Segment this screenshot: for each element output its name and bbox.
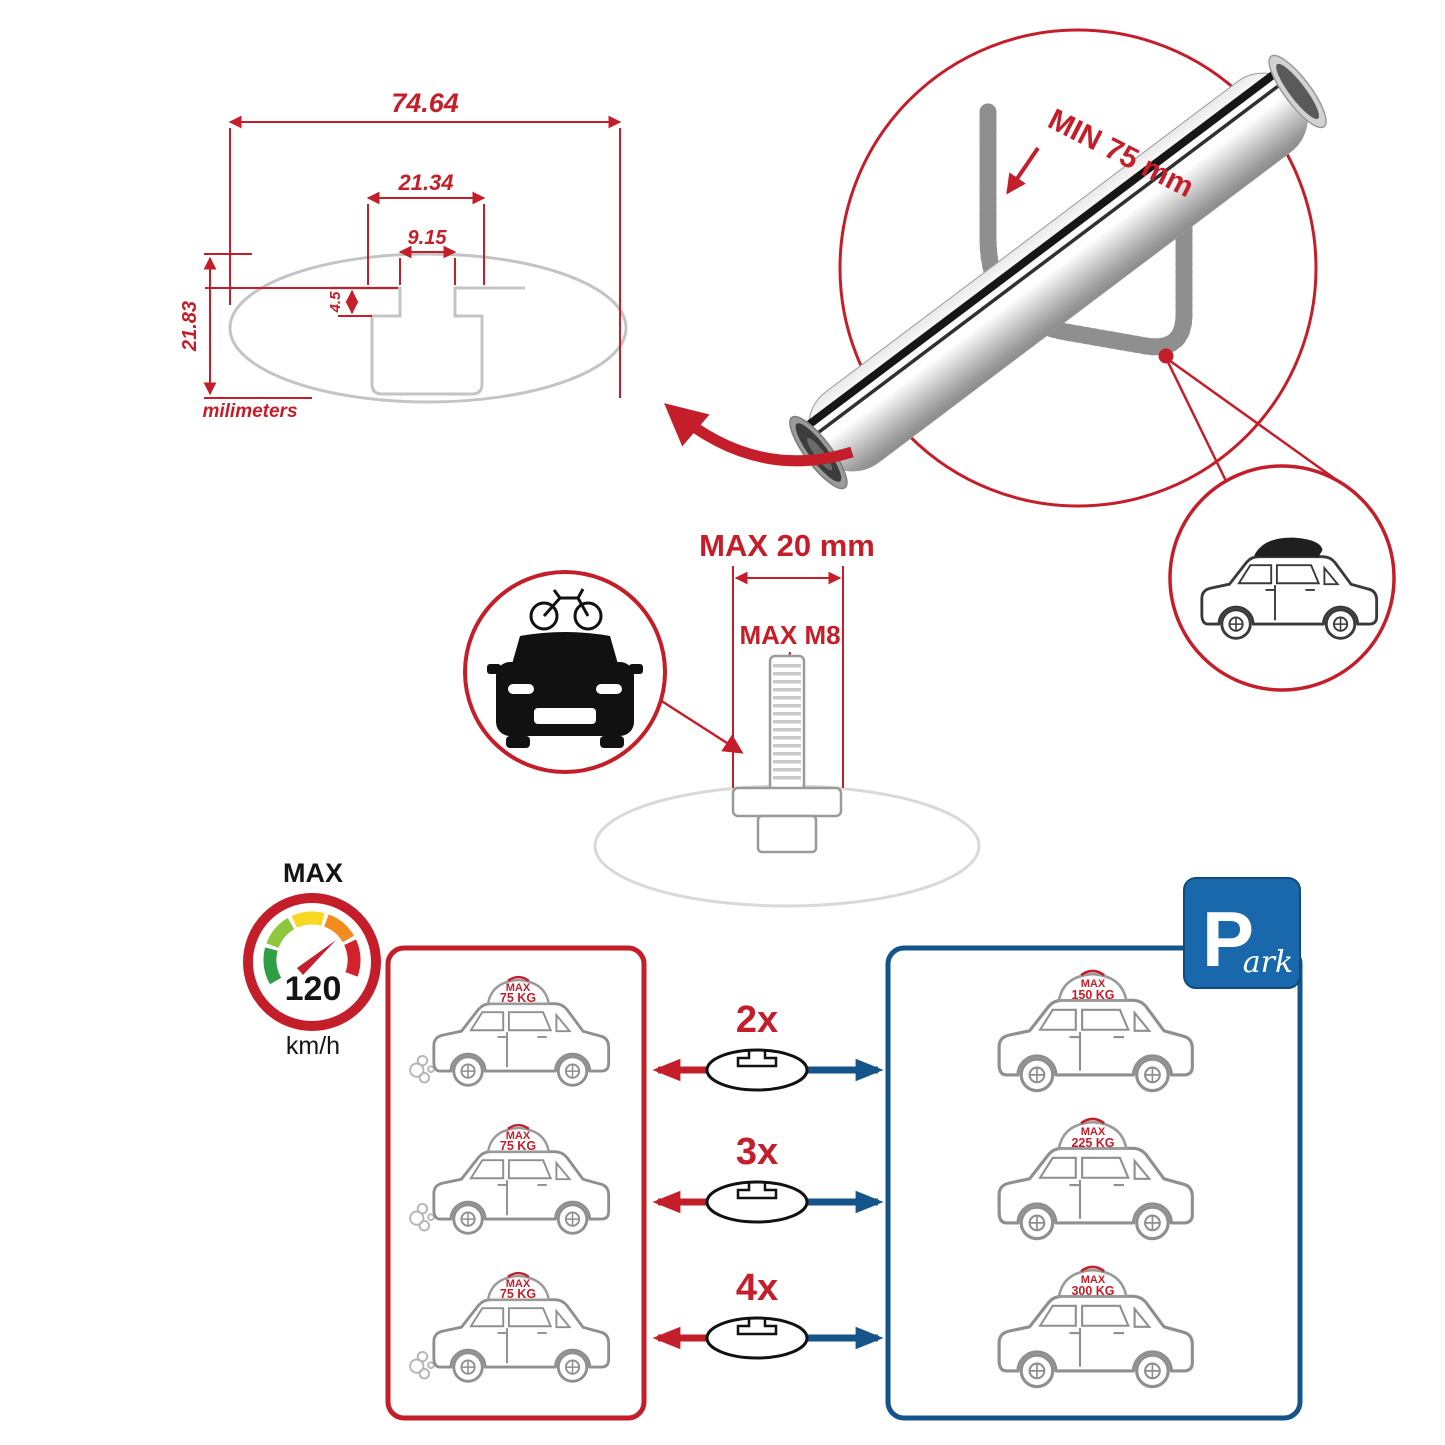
load-label: MAX — [1081, 1126, 1106, 1138]
load-value: 150 KG — [1071, 988, 1114, 1002]
threaded-bolt — [731, 654, 843, 854]
parking-sign-letter: P — [1202, 895, 1254, 983]
parking-sign-plate — [1183, 877, 1301, 989]
crossbar-profile-channel — [330, 286, 525, 396]
suv-roofbox-vignette — [1168, 464, 1396, 692]
load-label: MAX — [506, 1278, 531, 1290]
speed-value: 120 — [285, 970, 342, 1008]
crossbar-profile-icon — [705, 1316, 809, 1360]
crossbar-render-section: MIN 75 mm — [664, 28, 1396, 692]
crossbar-profile-icon — [705, 1048, 809, 1092]
bolt-max-thread-label: MAX M8 — [739, 620, 840, 650]
callout-line — [1165, 356, 1339, 483]
t-nut-stem — [756, 814, 818, 854]
count-label-4x: 4x — [736, 1267, 778, 1309]
crossbar-profile-icon — [705, 1180, 809, 1224]
bar-groove — [802, 68, 1280, 431]
dimension-unit-label: milimeters — [202, 401, 297, 422]
car-front-icon — [487, 632, 643, 748]
load-value: 225 KG — [1071, 1136, 1114, 1150]
load-label: MAX — [506, 1130, 531, 1142]
crossbar-bar — [789, 54, 1327, 490]
count-label-3x: 3x — [736, 1131, 778, 1173]
dimension-label-outer-slot: 21.34 — [397, 170, 453, 195]
bolt-diagram: MAX 20 mm MAX M8 — [463, 528, 981, 908]
dimension-label-total-height: 21.83 — [179, 301, 201, 352]
load-label: MAX — [506, 982, 531, 994]
speedometer-gauge — [263, 911, 361, 985]
dimension-label-inner-slot: 9.15 — [408, 227, 448, 249]
bike-car-vignette — [463, 570, 667, 774]
t-nut-plate — [731, 786, 843, 818]
load-value: 75 KG — [500, 1139, 536, 1153]
load-label: MAX — [1081, 978, 1106, 990]
bike-icon — [529, 588, 603, 631]
bike-leader-line — [659, 698, 744, 754]
callout-line — [1164, 357, 1228, 482]
load-value: 300 KG — [1071, 1284, 1114, 1298]
speed-unit: km/h — [286, 1032, 340, 1060]
speed-max-label: MAX — [283, 858, 343, 888]
count-label-2x: 2x — [736, 999, 778, 1041]
dimension-label-total-width: 74.64 — [391, 88, 459, 118]
load-value: 75 KG — [500, 1287, 536, 1301]
dimension-lines — [203, 115, 622, 399]
speedometer-needle — [297, 940, 336, 975]
load-label: MAX — [1081, 1274, 1106, 1286]
parking-sign-script: ark — [1243, 945, 1293, 980]
parking-sign: P ark — [1183, 877, 1301, 989]
zoom-out-arrow — [664, 403, 854, 467]
profile-dimension-diagram: 74.64 21.34 9.15 4.5 21.83 milimeters — [179, 88, 628, 422]
load-value: 75 KG — [500, 991, 536, 1005]
driving-panel: MAX 75 KG MAX 75 KG MAX 75 KG — [385, 945, 647, 1421]
speedometer: MAX 120 km/h — [243, 858, 381, 1060]
parked-panel: MAX 150 KG MAX 225 KG MAX 300 KG P ark — [885, 877, 1303, 1421]
min-clearance-arrow — [1006, 146, 1040, 195]
crossbar-count-column: 2x 3x 4x — [652, 999, 884, 1360]
bolt-max-width-label: MAX 20 mm — [699, 528, 875, 563]
dimension-label-lip-depth: 4.5 — [327, 291, 344, 314]
